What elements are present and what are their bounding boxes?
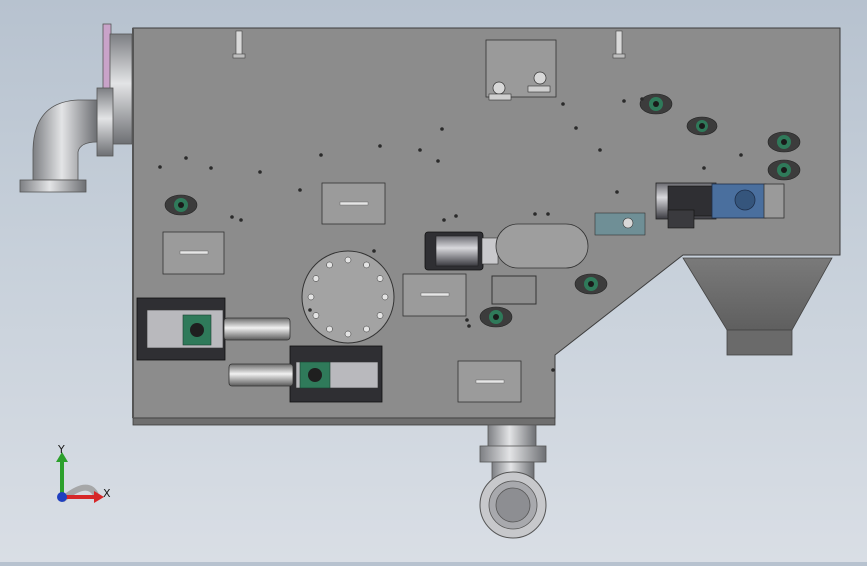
lifting-handle-right (612, 30, 626, 59)
flange-bearing-icon (164, 194, 198, 216)
motor-coupling (481, 237, 499, 265)
fastener-hole (465, 318, 469, 322)
y-axis-arrowhead-icon (56, 452, 68, 462)
access-cover[interactable] (321, 182, 386, 225)
fastener-hole (230, 215, 234, 219)
access-cover[interactable] (457, 360, 522, 403)
belt-guard (495, 223, 589, 269)
port-bolt (312, 275, 320, 282)
inlet-bottom-flange (19, 179, 87, 193)
discharge-hopper[interactable] (682, 257, 833, 356)
actuator-bearing (182, 314, 212, 346)
fastener-hole (239, 218, 243, 222)
inlet-elbow (32, 99, 98, 181)
flange-bearing-group (164, 93, 801, 328)
port-bolt (363, 325, 370, 333)
fastener-hole (533, 212, 537, 216)
actuator-assembly-right[interactable] (228, 345, 383, 403)
motor-mount-bracket (491, 275, 537, 305)
flange-bearing-icon (574, 273, 608, 295)
fastener-hole (372, 249, 376, 253)
drive-motor-right[interactable] (594, 182, 785, 236)
port-bolt (344, 256, 352, 264)
port-bolt (381, 293, 389, 301)
fastener-hole (319, 153, 323, 157)
motor-bracket-plate (594, 212, 646, 236)
coordinate-triad: Y X (56, 443, 111, 503)
port-bolt (326, 261, 333, 269)
cover-handle-icon (475, 379, 505, 384)
fastener-hole (454, 214, 458, 218)
fastener-hole (158, 165, 162, 169)
actuator-assembly-left[interactable] (136, 297, 291, 361)
port-bolt (344, 330, 352, 338)
triad-y-label: Y (57, 443, 65, 456)
z-axis-origin (57, 492, 67, 502)
access-cover[interactable] (162, 231, 225, 275)
fastener-hole (561, 102, 565, 106)
port-bolt (363, 261, 370, 269)
fastener-hole (702, 166, 706, 170)
inlet-middle-flange (96, 87, 114, 157)
fastener-hole (442, 218, 446, 222)
flange-bearing-icon (767, 159, 801, 181)
fastener-hole (551, 368, 555, 372)
pneumatic-cylinder (223, 317, 291, 341)
round-inspection-port[interactable] (301, 250, 395, 344)
pneumatic-cylinder (228, 363, 294, 387)
housing-base-strip (132, 417, 556, 426)
fastener-holes (158, 97, 743, 372)
fastener-hole (574, 126, 578, 130)
port-bolt (307, 293, 315, 301)
lifting-handle-left (232, 30, 246, 59)
fastener-hole (598, 148, 602, 152)
port-bolt (376, 312, 384, 319)
x-axis-arrowhead-icon (94, 491, 104, 503)
fastener-hole (739, 153, 743, 157)
fastener-hole (640, 97, 644, 101)
fastener-hole (258, 170, 262, 174)
access-cover[interactable] (402, 273, 467, 317)
flange-bearing-icon (686, 116, 718, 136)
pillow-block-bearing-icon (492, 81, 506, 95)
fastener-hole (467, 324, 471, 328)
inlet-elbow-pipe[interactable] (19, 23, 133, 193)
drive-motor-center[interactable] (424, 223, 589, 305)
top-inspection-panel[interactable] (485, 39, 557, 101)
fastener-hole (546, 212, 550, 216)
fastener-hole (378, 144, 382, 148)
fastener-hole (418, 148, 422, 152)
cover-handle-icon (179, 250, 209, 255)
fastener-hole (209, 166, 213, 170)
fastener-hole (622, 99, 626, 103)
flange-bearing-icon (767, 131, 801, 153)
outlet-pipe[interactable] (479, 424, 547, 539)
flange-bearing-icon (479, 306, 513, 328)
fastener-hole (308, 308, 312, 312)
flange-bearing-icon (639, 93, 673, 115)
cover-handle-icon (339, 201, 369, 206)
fastener-hole (298, 188, 302, 192)
fastener-hole (436, 159, 440, 163)
cover-handle-icon (420, 292, 450, 297)
port-bolt (326, 325, 333, 333)
triad-x-label: X (103, 487, 111, 500)
pillow-block-bearing-icon (533, 71, 547, 85)
fastener-hole (184, 156, 188, 160)
fastener-hole (440, 127, 444, 131)
fastener-hole (615, 190, 619, 194)
port-bolt (312, 312, 320, 319)
port-bolt (376, 275, 384, 282)
outlet-flange (479, 445, 547, 463)
